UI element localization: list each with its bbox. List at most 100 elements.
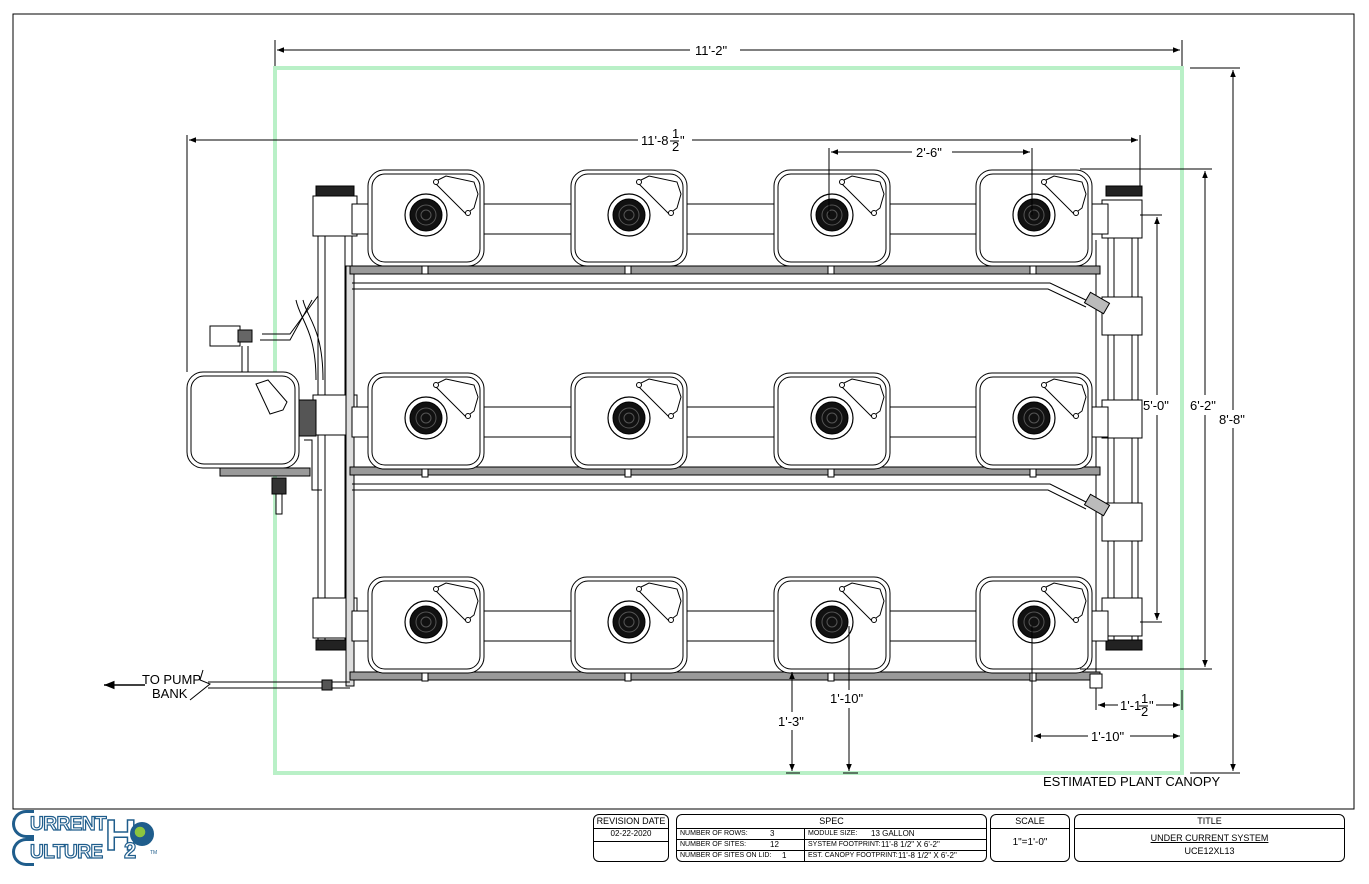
- connector-pipe: [1089, 610, 1109, 642]
- control-module: [186, 295, 324, 515]
- grow-module: [570, 576, 688, 682]
- title-value: UNDER CURRENT SYSTEM: [1150, 833, 1269, 843]
- dim-system-length-frac-suffix: ": [680, 133, 685, 148]
- site-hole: [409, 605, 443, 639]
- spec-header: SPEC: [819, 816, 844, 826]
- left-manifold: [312, 185, 358, 687]
- model-number: UCE12XL13: [1184, 846, 1235, 856]
- dim-system-length: [186, 135, 1141, 372]
- brand-logo: URRENT ULTURE H 2 O TM: [10, 808, 160, 870]
- lid-value: 1: [782, 851, 787, 860]
- grow-module: [975, 372, 1093, 478]
- pump-label-line-1: TO PUMP: [142, 672, 201, 687]
- connector-pipe: [684, 406, 777, 438]
- connector-pipe: [351, 610, 371, 642]
- grow-module: [570, 169, 688, 275]
- dim-row-span: [1140, 214, 1162, 623]
- logo-line-1: URRENT: [29, 813, 107, 835]
- dim-corner-offset: [1095, 690, 1183, 710]
- right-manifold: [1095, 185, 1143, 690]
- rows-label: NUMBER OF ROWS:: [680, 830, 748, 837]
- site-hole: [409, 401, 443, 435]
- connector-pipe: [684, 610, 777, 642]
- connector-pipe: [351, 203, 371, 235]
- connector-pipe: [887, 406, 979, 438]
- grow-module: [367, 372, 485, 478]
- connector-pipe: [481, 610, 574, 642]
- revision-date: 02-22-2020: [610, 829, 652, 838]
- lid-label: NUMBER OF SITES ON LID:: [680, 852, 772, 859]
- canopy-footprint-value: 11'-8 1/2" X 6'-2": [898, 851, 957, 860]
- dim-system-length-frac-num: 1: [672, 126, 679, 141]
- connector-pipe: [1089, 203, 1109, 235]
- spec-cell: SPEC NUMBER OF ROWS: 3 NUMBER OF SITES: …: [676, 814, 987, 862]
- grow-module: [975, 576, 1093, 682]
- connector-pipe: [684, 203, 777, 235]
- grow-module: [773, 372, 891, 478]
- module-label: MODULE SIZE:: [808, 830, 858, 837]
- dim-side-offset: [843, 626, 858, 774]
- logo-c-bottom: [12, 838, 34, 866]
- dim-row-span-label: 5'-0": [1143, 398, 1169, 413]
- canopy-label: ESTIMATED PLANT CANOPY: [1043, 774, 1221, 789]
- dim-side-offset-label: 1'-10": [830, 691, 864, 706]
- title-header: TITLE: [1197, 816, 1222, 826]
- dim-canopy-width-label: 11'-2": [695, 43, 728, 58]
- dim-right-offset-label: 1'-10": [1091, 729, 1125, 744]
- title-block: REVISION DATE 02-22-2020 SPEC NUMBER OF …: [0, 808, 1369, 884]
- dim-canopy-height: [1190, 67, 1240, 774]
- pump-label-line-2: BANK: [152, 686, 188, 701]
- dim-bottom-offset-label: 1'-3": [778, 714, 804, 729]
- footprint-value: 11'-8 1/2" X 6'-2": [881, 840, 940, 849]
- dim-canopy-width: [274, 40, 1183, 66]
- footprint-label: SYSTEM FOOTPRINT:: [808, 841, 881, 848]
- dim-module-spacing-label: 2'-6": [916, 145, 942, 160]
- canopy-footprint-label: EST. CANOPY FOOTPRINT:: [808, 852, 898, 859]
- title-cell: TITLE UNDER CURRENT SYSTEM UCE12XL13: [1074, 814, 1345, 862]
- module-grid: [351, 169, 1109, 682]
- scale-value: 1"=1'-0": [1012, 837, 1048, 848]
- connector-pipe: [481, 203, 574, 235]
- logo-two: 2: [123, 837, 137, 863]
- dim-module-spacing: [828, 148, 1033, 215]
- row-rails: [349, 265, 1111, 689]
- dim-system-length-label: 11'-8: [641, 133, 669, 148]
- grow-module: [975, 169, 1093, 275]
- dim-system-width: [1080, 168, 1212, 670]
- logo-line-2: ULTURE: [29, 841, 103, 863]
- dim-system-width-label: 6'-2": [1190, 398, 1216, 413]
- scale-cell: SCALE 1"=1'-0": [990, 814, 1070, 862]
- site-hole: [815, 605, 849, 639]
- sites-value: 12: [770, 840, 779, 849]
- site-hole: [1017, 401, 1051, 435]
- dim-corner-offset-frac-suffix: ": [1149, 698, 1154, 713]
- grow-module: [773, 169, 891, 275]
- site-hole: [612, 605, 646, 639]
- grow-module: [773, 576, 891, 682]
- grow-module: [570, 372, 688, 478]
- revision-cell: REVISION DATE 02-22-2020: [593, 814, 669, 862]
- site-hole: [815, 401, 849, 435]
- connector-pipe: [351, 406, 371, 438]
- break-line-icon: [189, 669, 211, 701]
- site-hole: [1017, 198, 1051, 232]
- pump-line: [189, 669, 350, 701]
- dim-system-length-frac-den: 2: [672, 139, 679, 154]
- site-hole: [409, 198, 443, 232]
- globe-icon: [130, 822, 154, 846]
- site-hole: [612, 401, 646, 435]
- site-hole: [1017, 605, 1051, 639]
- connector-pipe: [887, 610, 979, 642]
- grow-module: [367, 169, 485, 275]
- rows-value: 3: [770, 829, 775, 838]
- grow-module: [367, 576, 485, 682]
- logo-c-top: [12, 810, 34, 838]
- revision-header: REVISION DATE: [596, 816, 666, 826]
- dim-corner-offset-frac-num: 1: [1141, 691, 1148, 706]
- dim-right-offset: [1031, 626, 1180, 742]
- scale-header: SCALE: [1015, 816, 1045, 826]
- dim-bottom-offset: [786, 672, 800, 774]
- connector-pipe: [887, 203, 979, 235]
- module-value: 13 GALLON: [871, 829, 915, 838]
